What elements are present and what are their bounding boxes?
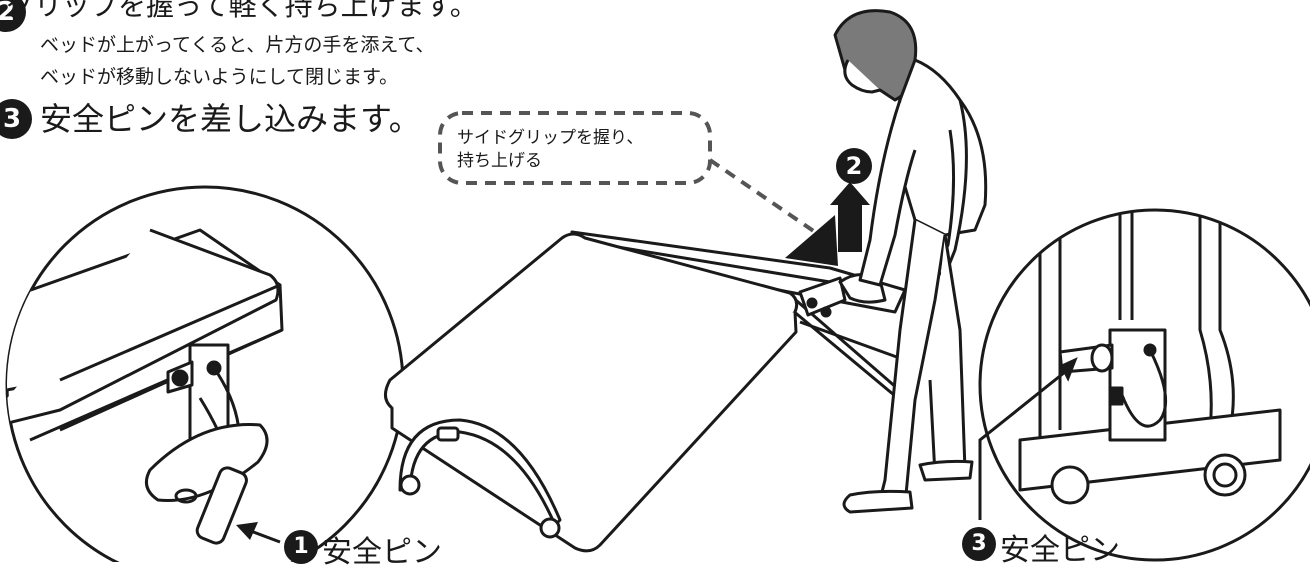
left-pin-detail-view: [5, 185, 405, 562]
right-pin-number-badge: 3: [962, 527, 996, 561]
grip-pointer-arrow: [785, 215, 838, 266]
callout-box: [438, 111, 817, 234]
step2-heading: グリップを握って軽く持ち上げます。: [6, 0, 478, 22]
step3-heading: 安全ピンを差し込みます。: [40, 100, 421, 138]
lift-step-badge: 2: [836, 148, 872, 184]
left-pin-number-badge: 1: [284, 530, 318, 564]
left-pin-label: 安全ピン: [322, 535, 442, 570]
callout-text-line2: 持ち上げる: [457, 151, 542, 171]
right-pin-detail-view: [978, 208, 1310, 562]
step2-detail-line1: ベッドが上がってくると、片方の手を添えて、: [40, 34, 435, 56]
person-figure: [833, 9, 988, 514]
callout-text-line1: サイドグリップを握り、: [457, 128, 644, 148]
lift-up-arrow: [830, 182, 870, 252]
right-pin-leader: [978, 357, 1078, 520]
step2-detail-line2: ベッドが移動しないようにして閉じます。: [40, 66, 399, 88]
right-pin-label: 安全ピン: [1000, 533, 1120, 568]
folding-bed: [384, 230, 907, 553]
step3-number-badge: 3: [0, 99, 32, 139]
left-pin-arrow: [236, 522, 281, 544]
